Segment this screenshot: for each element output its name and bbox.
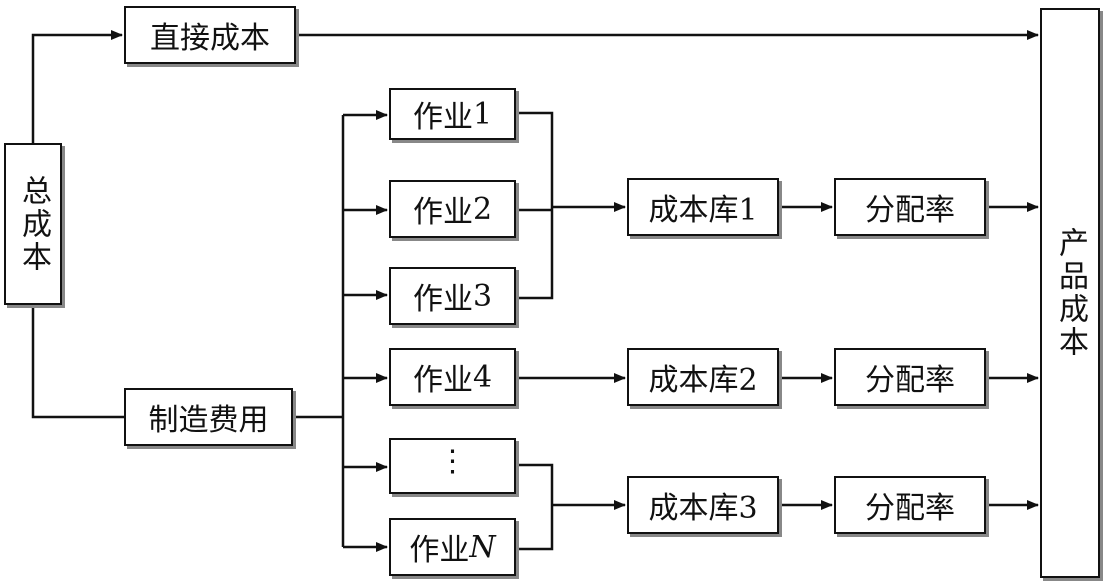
- allocation-rate-2-label: 分配率: [865, 363, 955, 398]
- total-cost-node: 总成本: [4, 143, 62, 305]
- activity-n-suffix: N: [469, 529, 496, 565]
- cost-pool-3-label: 成本库3: [648, 491, 758, 526]
- cost-pool-2-label: 成本库2: [648, 363, 758, 398]
- cost-pool-3-node: 成本库3: [627, 476, 779, 534]
- edge-activity-n-bracket: [516, 463, 554, 551]
- allocation-rate-3-label: 分配率: [865, 491, 955, 526]
- activity-3-suffix: 3: [472, 278, 493, 314]
- activity-3-prefix: 作业: [412, 282, 473, 317]
- edge-total-to-overhead: [31, 305, 127, 419]
- allocation-rate-3-node: 分配率: [834, 476, 986, 534]
- cost-pool-1-label: 成本库1: [648, 193, 758, 228]
- allocation-rate-1-label: 分配率: [865, 193, 955, 228]
- activity-n-prefix: 作业: [409, 533, 470, 568]
- activity-node-ellipsis: ⋮: [389, 438, 516, 494]
- product-cost-node: 产品成本: [1040, 8, 1100, 578]
- edge-total-to-direct: [31, 30, 123, 143]
- manufacturing-overhead-node: 制造费用: [124, 388, 293, 446]
- activity-4-suffix: 4: [472, 359, 493, 395]
- cost-pool-2-node: 成本库2: [627, 348, 779, 406]
- allocation-rate-1-node: 分配率: [834, 178, 986, 236]
- total-cost-label: 总成本: [16, 174, 51, 274]
- manufacturing-overhead-label: 制造费用: [148, 403, 269, 438]
- activity-2-suffix: 2: [472, 191, 493, 227]
- activity-2-prefix: 作业: [412, 195, 473, 230]
- activity-1-prefix: 作业: [412, 100, 473, 135]
- activity-4-prefix: 作业: [412, 363, 473, 398]
- activity-1-suffix: 1: [472, 96, 493, 132]
- edge-activity-1-bracket: [516, 111, 554, 300]
- direct-cost-node: 直接成本: [124, 6, 296, 64]
- product-cost-label: 产品成本: [1053, 227, 1088, 359]
- allocation-rate-2-node: 分配率: [834, 348, 986, 406]
- cost-pool-1-node: 成本库1: [627, 178, 779, 236]
- activity-ellipsis-symbol: ⋮: [437, 444, 468, 479]
- direct-cost-label: 直接成本: [150, 21, 270, 56]
